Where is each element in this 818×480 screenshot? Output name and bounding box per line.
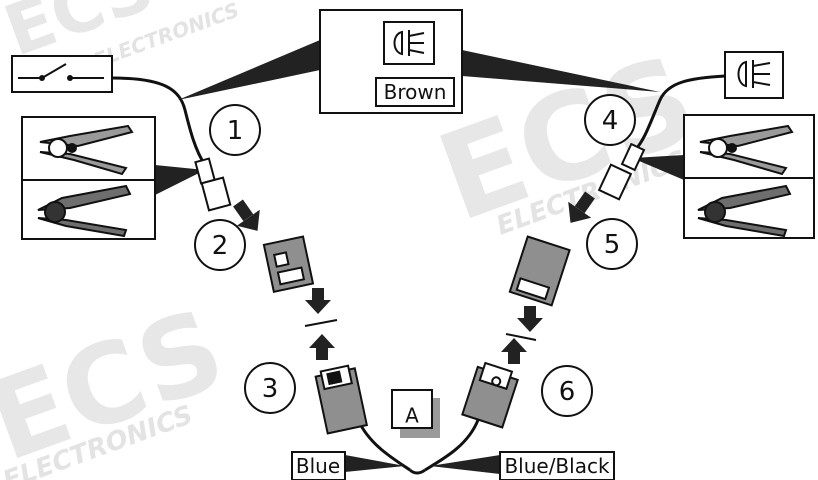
arrow-down-icon	[233, 199, 260, 231]
crimping-tools-panel-left	[21, 116, 205, 240]
connector-housing-icon-step6	[461, 361, 519, 429]
connector-housing-icon	[262, 235, 315, 293]
crimping-tools-panel-right	[632, 114, 815, 239]
brown-label: Brown	[384, 80, 447, 104]
step-5: 5	[586, 218, 638, 270]
wire-junction	[408, 468, 426, 475]
brown-label-box	[375, 77, 455, 107]
callout-wedge-blue-black	[430, 455, 500, 474]
watermark-bottom-left: ECS ELECTRONICS	[0, 285, 240, 480]
blue-black-label-box: Blue/Black	[499, 451, 615, 480]
svg-text:1: 1	[227, 116, 244, 146]
arrow-up-icon-left-pair	[309, 334, 335, 360]
callout-wedge-right	[462, 50, 660, 92]
join-line-left	[304, 319, 338, 327]
arrow-up-icon-right-pair	[501, 338, 527, 364]
arrow-down-icon-right-pair	[517, 306, 543, 332]
blue-black-label: Blue/Black	[504, 454, 610, 478]
point-a-label: A	[405, 404, 419, 428]
svg-text:5: 5	[604, 230, 621, 260]
blue-label-box: Blue	[291, 451, 346, 480]
arrows	[233, 191, 595, 364]
crimping-pliers-icon-2	[37, 184, 132, 238]
brown-callout-wedges	[178, 40, 660, 100]
connector-housing-icon-step3	[314, 364, 369, 435]
step-4: 4	[584, 94, 636, 146]
wire-blue-black	[424, 419, 480, 472]
crimping-pliers-icon-right	[699, 124, 794, 176]
crimping-pliers-icon-right-2	[697, 184, 792, 238]
point-a-box: A	[391, 389, 440, 438]
wire-fog-light	[633, 74, 726, 152]
terminal-icon-right	[597, 142, 646, 201]
fog-light-icon-right	[724, 51, 784, 99]
blue-label: Blue	[296, 454, 340, 478]
step-2: 2	[194, 219, 246, 271]
arrow-down-icon-right	[568, 191, 595, 223]
svg-text:3: 3	[262, 374, 279, 404]
wire-switch	[111, 76, 207, 166]
step-3: 3	[244, 362, 296, 414]
svg-text:2: 2	[212, 231, 229, 261]
svg-text:4: 4	[602, 106, 619, 136]
switch-icon	[11, 55, 113, 93]
arrow-down-icon-left-pair	[305, 288, 331, 314]
callout-wedge-left	[178, 40, 320, 100]
connector-housing-icon-step5	[508, 235, 571, 307]
svg-text:6: 6	[559, 377, 576, 407]
callout-wedge-pliers-right	[632, 155, 684, 180]
crimping-pliers-icon	[39, 124, 134, 176]
fog-light-icon	[383, 21, 435, 65]
terminal-icon	[194, 157, 232, 212]
join-line-right	[505, 333, 537, 341]
callout-wedge-blue	[345, 455, 405, 472]
step-6: 6	[541, 365, 593, 417]
step-1: 1	[209, 104, 261, 156]
callout-wedge-pliers-left	[155, 165, 205, 195]
brown-wire-panel: Brown	[319, 9, 463, 114]
